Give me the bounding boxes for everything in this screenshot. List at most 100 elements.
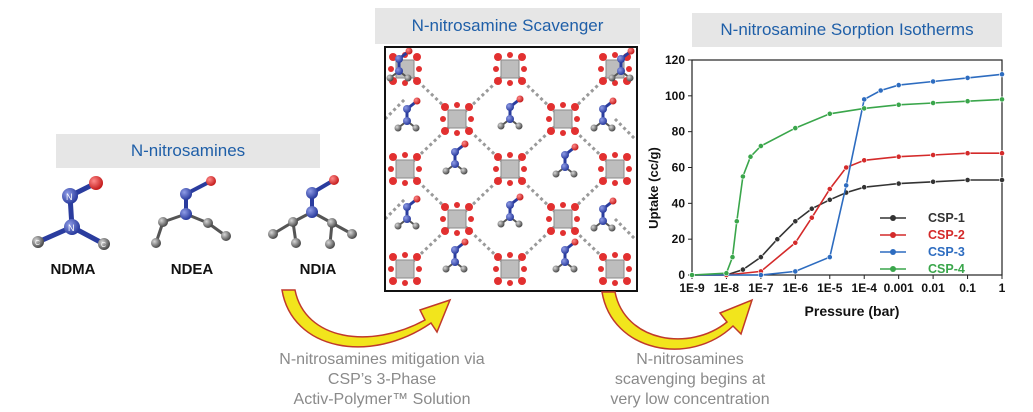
- data-point: [792, 239, 799, 246]
- data-point: [930, 78, 936, 85]
- ndma-n-label: N: [68, 223, 75, 233]
- caption-line: Activ-Polymer™ Solution: [293, 391, 471, 408]
- data-point: [758, 254, 764, 260]
- molecule-ndia: [268, 175, 357, 249]
- data-point: [826, 110, 833, 117]
- oxygen-atom: [89, 176, 103, 190]
- data-point: [808, 214, 815, 221]
- data-point: [999, 150, 1005, 157]
- molecule-ndea: [151, 176, 231, 248]
- data-point: [861, 105, 868, 112]
- caption-mitigation: N-nitrosamines mitigation via CSP’s 3-Ph…: [232, 350, 532, 410]
- legend-marker: [890, 249, 896, 255]
- molecule-label-ndma: NDMA: [51, 261, 96, 278]
- x-tick-label: 1E-7: [748, 281, 774, 295]
- data-point: [895, 82, 902, 88]
- banner-scavenger: N-nitrosamine Scavenger: [375, 8, 640, 44]
- data-point: [729, 254, 736, 260]
- carbon-atom: [327, 218, 337, 228]
- nitrogen-atom: [306, 187, 318, 199]
- series-line: [692, 152, 1002, 276]
- data-point: [747, 153, 754, 160]
- data-point: [999, 177, 1005, 183]
- molecule-label-ndea: NDEA: [171, 261, 214, 278]
- carbon-atom: [203, 218, 213, 228]
- curved-arrow-left: [281, 289, 452, 348]
- carbon-atom: [221, 231, 231, 241]
- nitrogen-atom: [180, 188, 192, 200]
- molecule-label-ndia: NDIA: [300, 261, 337, 278]
- ndma-c-label: C: [35, 240, 40, 247]
- legend-marker: [890, 266, 896, 272]
- caption-line: N-nitrosamines mitigation via: [279, 351, 485, 368]
- y-tick-label: 100: [665, 89, 685, 103]
- carbon-atom: [151, 238, 161, 248]
- data-point: [895, 180, 902, 187]
- nitrogen-atom: [64, 219, 80, 235]
- data-point: [843, 164, 850, 171]
- data-point: [774, 236, 781, 243]
- data-point: [792, 218, 799, 225]
- x-tick-label: 1E-8: [714, 281, 740, 295]
- oxygen-atom: [206, 176, 216, 186]
- carbon-atom: [268, 229, 278, 239]
- caption-scavenging: N-nitrosamines scavenging begins at very…: [580, 350, 800, 410]
- y-tick-label: 80: [672, 125, 686, 139]
- series-line: [691, 98, 1003, 276]
- x-axis-label: Pressure (bar): [805, 303, 900, 319]
- chart-series: [689, 71, 1005, 278]
- carbon-atom: [32, 236, 44, 248]
- x-tick-label: 1E-6: [783, 281, 809, 295]
- legend-label: CSP-4: [928, 262, 965, 276]
- legend-label: CSP-1: [928, 211, 965, 225]
- data-point: [999, 71, 1005, 78]
- data-point: [740, 173, 746, 180]
- data-point: [808, 205, 815, 212]
- data-point: [826, 196, 833, 203]
- y-tick-label: 0: [678, 268, 685, 282]
- x-tick-label: 1E-4: [852, 281, 878, 295]
- data-point: [826, 254, 833, 260]
- x-tick-label: 0.01: [921, 281, 945, 295]
- data-point: [792, 125, 799, 131]
- molecules-panel: N N C C NDMA: [32, 175, 357, 278]
- data-point: [740, 266, 746, 273]
- data-point: [758, 143, 764, 149]
- data-point: [758, 272, 764, 278]
- caption-line: very low concentration: [610, 391, 770, 408]
- data-point: [930, 152, 936, 158]
- caption-line: CSP’s 3-Phase: [327, 371, 437, 388]
- data-point: [895, 101, 902, 108]
- banner-nitrosamines: N-nitrosamines: [56, 134, 320, 168]
- carbon-atom: [98, 238, 110, 250]
- x-tick-label: 0.1: [959, 281, 976, 295]
- caption-line: scavenging begins at: [614, 371, 766, 388]
- carbon-atom: [325, 239, 335, 249]
- data-point: [930, 100, 936, 106]
- legend-label: CSP-3: [928, 245, 965, 259]
- scavenger-frame: [384, 46, 638, 292]
- data-point: [877, 87, 884, 94]
- legend-label: CSP-2: [928, 228, 965, 242]
- carbon-atom: [158, 217, 168, 227]
- data-point: [964, 177, 971, 183]
- nitrogen-atom: [180, 208, 192, 220]
- data-point: [826, 186, 833, 192]
- y-axis-label: Uptake (cc/g): [646, 147, 661, 229]
- ndma-n-label: N: [66, 192, 73, 202]
- data-point: [689, 272, 695, 278]
- banner-sorption-isotherms: N-nitrosamine Sorption Isotherms: [692, 13, 1002, 47]
- y-tick-label: 20: [672, 232, 686, 246]
- y-tick-label: 40: [672, 196, 686, 210]
- x-tick-label: 1E-5: [817, 281, 843, 295]
- x-tick-label: 0.001: [884, 281, 914, 295]
- molecule-ndma: N N C C: [32, 176, 110, 250]
- data-point: [895, 153, 902, 160]
- series-csp-4: [689, 96, 1005, 278]
- y-tick-label: 120: [665, 53, 685, 67]
- data-point: [964, 98, 971, 105]
- oxygen-atom: [329, 175, 339, 185]
